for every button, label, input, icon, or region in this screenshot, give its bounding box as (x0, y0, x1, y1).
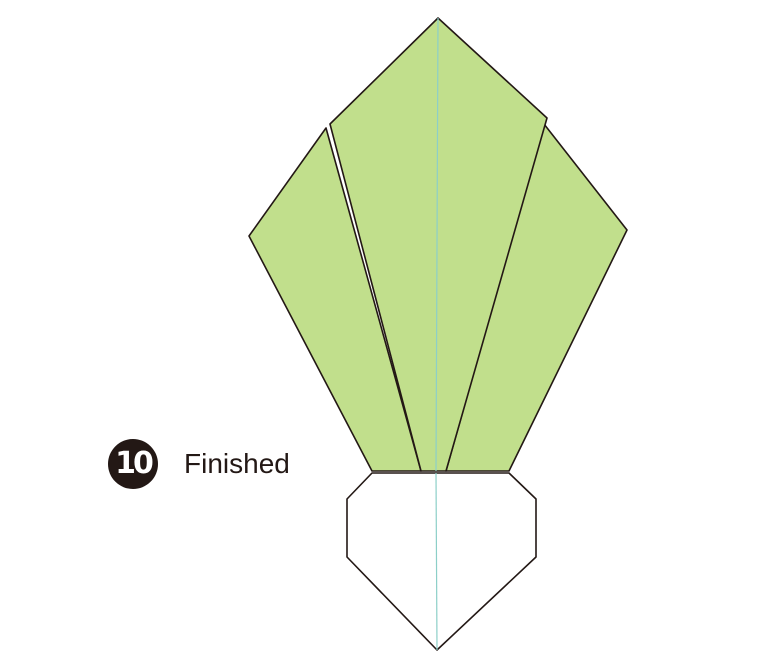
leaf-center (329, 17, 548, 472)
leaf-left-flap (248, 127, 422, 472)
root-body (346, 472, 537, 651)
root-center-crease (435, 472, 438, 651)
step-label: Finished (184, 448, 290, 479)
radish-leaves (248, 17, 628, 472)
step-number-badge: 10 (108, 439, 158, 489)
radish-root (346, 472, 537, 651)
leaf-center-crease (435, 17, 439, 472)
